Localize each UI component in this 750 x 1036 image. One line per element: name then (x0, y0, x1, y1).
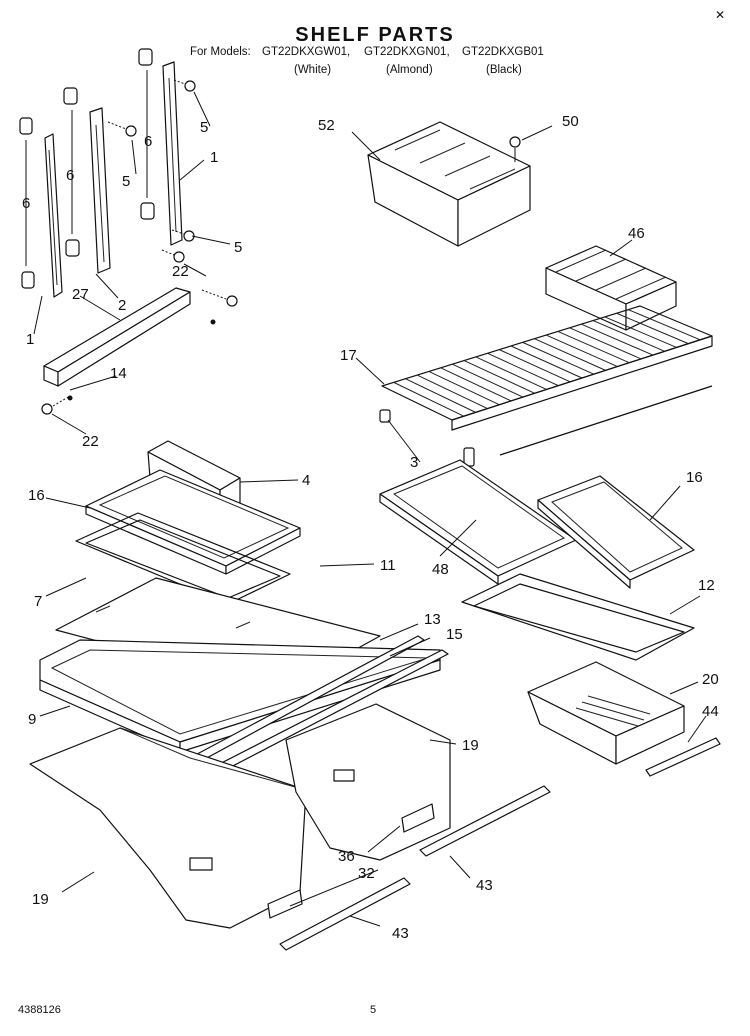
callout-52: 52 (318, 117, 335, 134)
color-almond: (Almond) (386, 64, 433, 76)
document-number: 4388126 (18, 1004, 61, 1016)
callout-27: 27 (72, 286, 89, 303)
callout-11: 11 (380, 557, 396, 574)
corner-mark: ✕ (715, 8, 726, 22)
shelf-support (379, 409, 475, 467)
callout-13: 13 (424, 611, 441, 628)
leader-lines (33, 91, 707, 927)
meat-pan-frame (461, 573, 695, 661)
callout-16-left: 16 (28, 487, 45, 504)
cantilever-shelf-left (85, 469, 301, 575)
callout-1-right: 1 (210, 149, 219, 166)
wire-rod (452, 363, 524, 398)
wire-rod (440, 367, 512, 402)
callout-22-top: 22 (172, 263, 189, 280)
callout-3: 3 (410, 454, 419, 471)
model-almond: GT22DKXGN01, (364, 46, 450, 58)
callout-32: 32 (358, 865, 375, 882)
color-white: (White) (294, 64, 332, 76)
callout-5-middle: 5 (122, 173, 131, 190)
callout-6-right: 6 (144, 133, 153, 150)
callout-36: 36 (338, 848, 355, 865)
callout-46: 46 (628, 225, 645, 242)
callout-17: 17 (340, 347, 357, 364)
ice-tray (545, 245, 677, 331)
callout-20: 20 (702, 671, 719, 688)
screw-22-icon (41, 289, 238, 415)
callout-48: 48 (432, 561, 449, 578)
crisper-drawer-right (285, 703, 451, 861)
crisper-drawer-left (29, 727, 307, 929)
wire-rod (428, 371, 500, 406)
wire-rod (475, 356, 547, 390)
wire-rod (510, 345, 583, 379)
wire-rod (416, 374, 488, 409)
callout-7: 7 (34, 593, 43, 610)
wire-rod (557, 330, 630, 364)
snack-pan (367, 121, 531, 247)
drawer-rail (279, 785, 551, 951)
drawer-slide (267, 803, 435, 919)
wire-rod (581, 323, 654, 356)
callout-12: 12 (698, 577, 715, 594)
ladder-bracket-middle (89, 107, 111, 274)
wire-rod (499, 349, 571, 383)
callout-22-bottom: 22 (82, 433, 99, 450)
screw-icon (107, 79, 196, 263)
callout-19-left: 19 (32, 891, 49, 908)
model-black: GT22DKXGB01 (462, 46, 544, 58)
meat-keeper (527, 661, 685, 765)
wire-rod (487, 352, 559, 387)
diagram-title: SHELF PARTS (295, 24, 455, 46)
callout-9: 9 (28, 711, 37, 728)
wire-rod (604, 316, 677, 348)
wire-rod (592, 320, 665, 352)
wire-rod (545, 334, 618, 368)
screw-50-icon (509, 136, 521, 162)
callout-14: 14 (110, 365, 127, 382)
callout-6-left: 6 (22, 195, 31, 212)
callout-43-right: 43 (476, 877, 493, 894)
wire-rod (628, 309, 701, 341)
models-prefix: For Models: (190, 46, 251, 58)
callout-1-left: 1 (26, 331, 35, 348)
callout-5-bottom: 5 (234, 239, 243, 256)
model-white: GT22DKXGW01, (262, 46, 351, 58)
callout-44: 44 (702, 703, 719, 720)
wire-rod (534, 338, 606, 371)
wire-rod (405, 378, 476, 413)
ladder-bracket-right (162, 61, 183, 246)
ladder-bracket-left (44, 133, 63, 298)
cantilever-shelf-right (537, 475, 695, 589)
callout-50: 50 (562, 113, 579, 130)
keeper-rail (645, 737, 721, 777)
wire-rod (393, 381, 465, 417)
wire-shelf (381, 305, 713, 456)
shelf-trim (43, 287, 191, 387)
callout-15: 15 (446, 626, 463, 643)
callout-6-middle: 6 (66, 167, 75, 184)
callout-4: 4 (302, 472, 311, 489)
callout-19-right: 19 (462, 737, 479, 754)
wire-rod (463, 360, 535, 394)
wire-rod (569, 327, 642, 360)
callout-16-right: 16 (686, 469, 703, 486)
callout-43-bottom: 43 (392, 925, 409, 942)
clip-travel-arrows (25, 70, 148, 266)
wire-rod (522, 341, 595, 375)
wire-rod (616, 312, 689, 345)
color-black: (Black) (486, 64, 522, 76)
page-number: 5 (370, 1004, 377, 1016)
callout-2: 2 (118, 297, 127, 314)
callout-5-top: 5 (200, 119, 209, 136)
cantilever-shelf-center (379, 459, 577, 585)
bracket-clip-icon (19, 48, 155, 289)
